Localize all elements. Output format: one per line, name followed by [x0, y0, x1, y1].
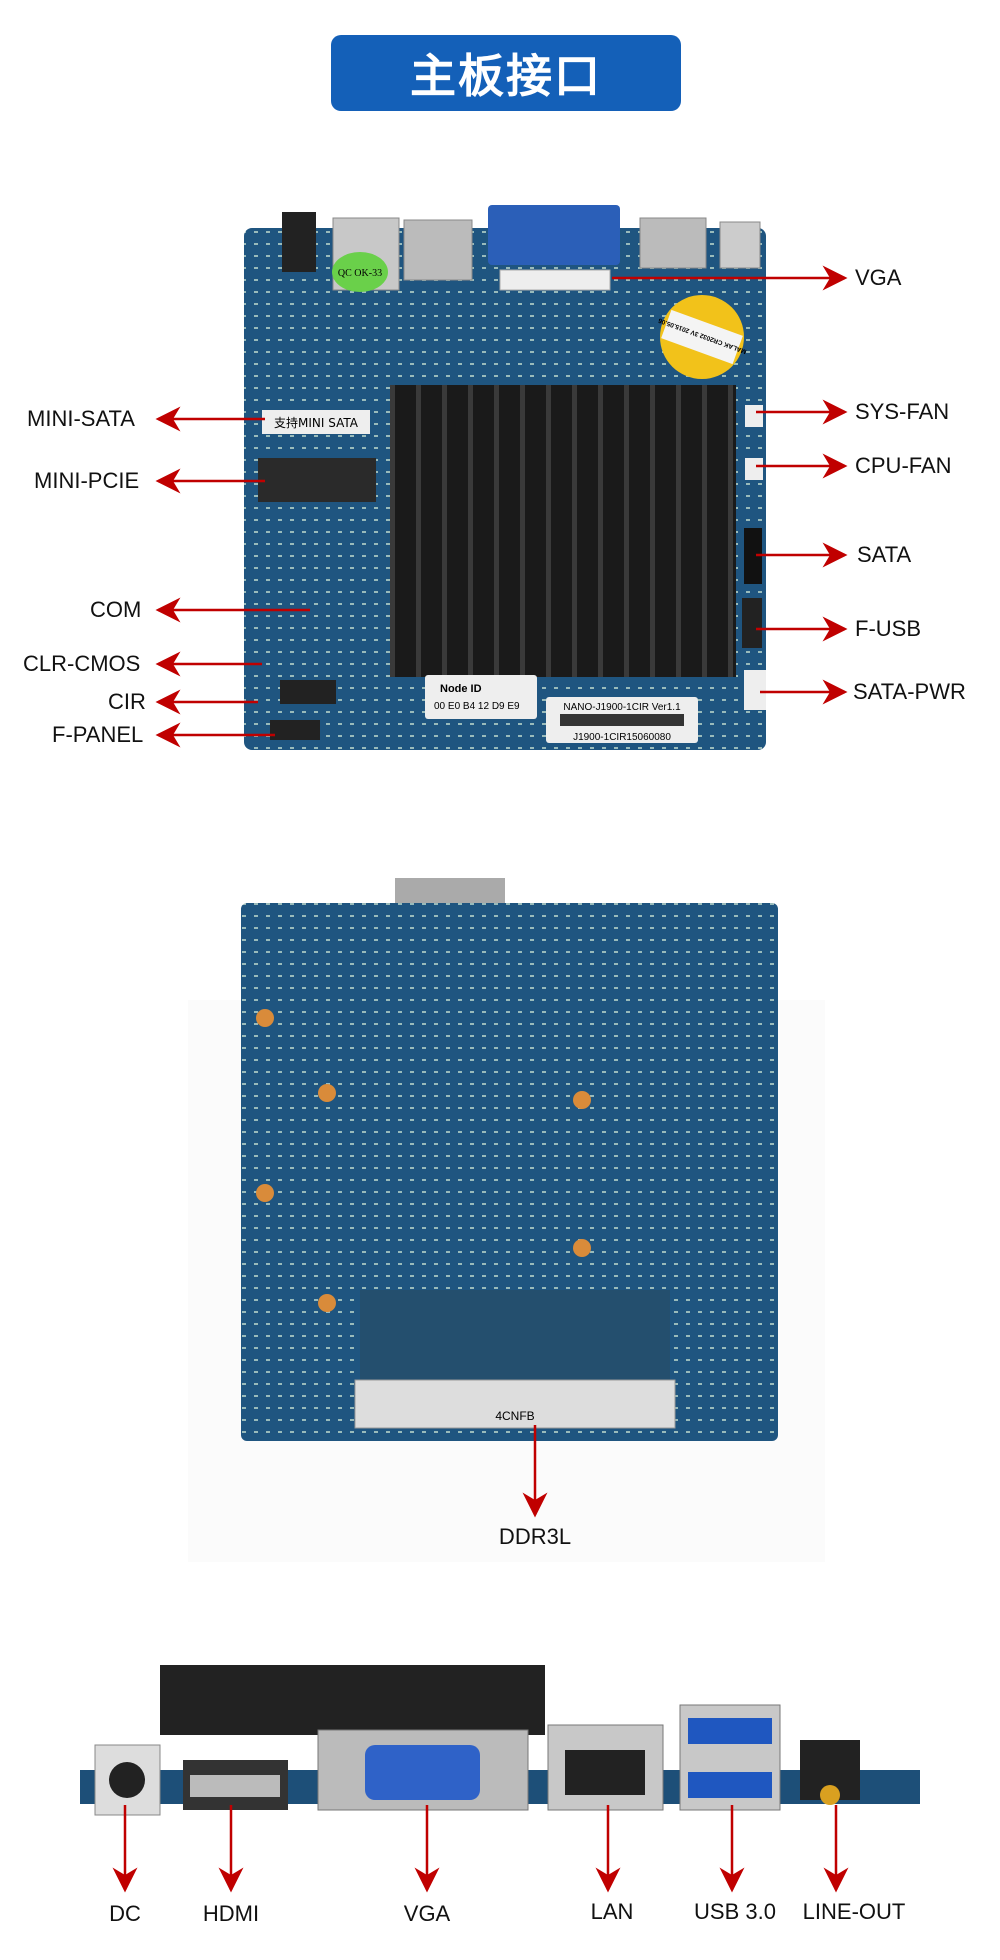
io-arrows [112, 1805, 849, 1893]
label-usb3: USB 3.0 [694, 1899, 776, 1924]
label-mini-sata: MINI-SATA [27, 406, 135, 431]
label-cpu-fan: CPU-FAN [855, 453, 952, 478]
top-board: QC OK-33 MALAK CR2032 3V 2015.05.06 支持MI… [244, 205, 766, 750]
label-io-vga: VGA [403, 1901, 451, 1926]
label-ddr3l: DDR3L [498, 1524, 572, 1549]
sodimm-slot [354, 1379, 676, 1429]
label-line-out: LINE-OUT [802, 1899, 906, 1924]
label-vga: VGA [855, 265, 902, 290]
serial-label: J1900-1CIR15060080 [573, 732, 671, 743]
label-sata: SATA [857, 542, 912, 567]
io-side-board [80, 1665, 920, 1816]
label-lan: LAN [590, 1899, 634, 1924]
label-f-usb: F-USB [855, 616, 921, 641]
top-arrows [155, 265, 848, 748]
model-label: NANO-J1900-1CIR Ver1.1 [563, 702, 681, 713]
slot-text: 4CNFB [495, 1409, 534, 1423]
qc-sticker [332, 252, 388, 292]
underside-board: 4CNFB [188, 878, 825, 1562]
qc-sticker-text: QC OK-33 [338, 268, 382, 279]
node-id: 00 E0 B4 12 D9 E9 [434, 701, 520, 712]
label-sata-pwr: SATA-PWR [853, 679, 966, 704]
label-clr-cmos: CLR-CMOS [23, 651, 141, 676]
node-id-title: Node ID [440, 683, 482, 695]
label-dc: DC [109, 1901, 141, 1926]
label-sys-fan: SYS-FAN [855, 399, 950, 424]
label-hdmi: HDMI [202, 1901, 260, 1926]
label-mini-pcie: MINI-PCIE [34, 468, 140, 493]
heatsink [390, 385, 736, 677]
label-com: COM [90, 597, 142, 622]
page-title-banner: 主板接口 [331, 35, 681, 111]
label-cir: CIR [108, 689, 146, 714]
mini-sata-label: 支持MINI SATA [274, 415, 359, 430]
label-f-panel: F-PANEL [52, 722, 144, 747]
barcode [560, 714, 684, 726]
